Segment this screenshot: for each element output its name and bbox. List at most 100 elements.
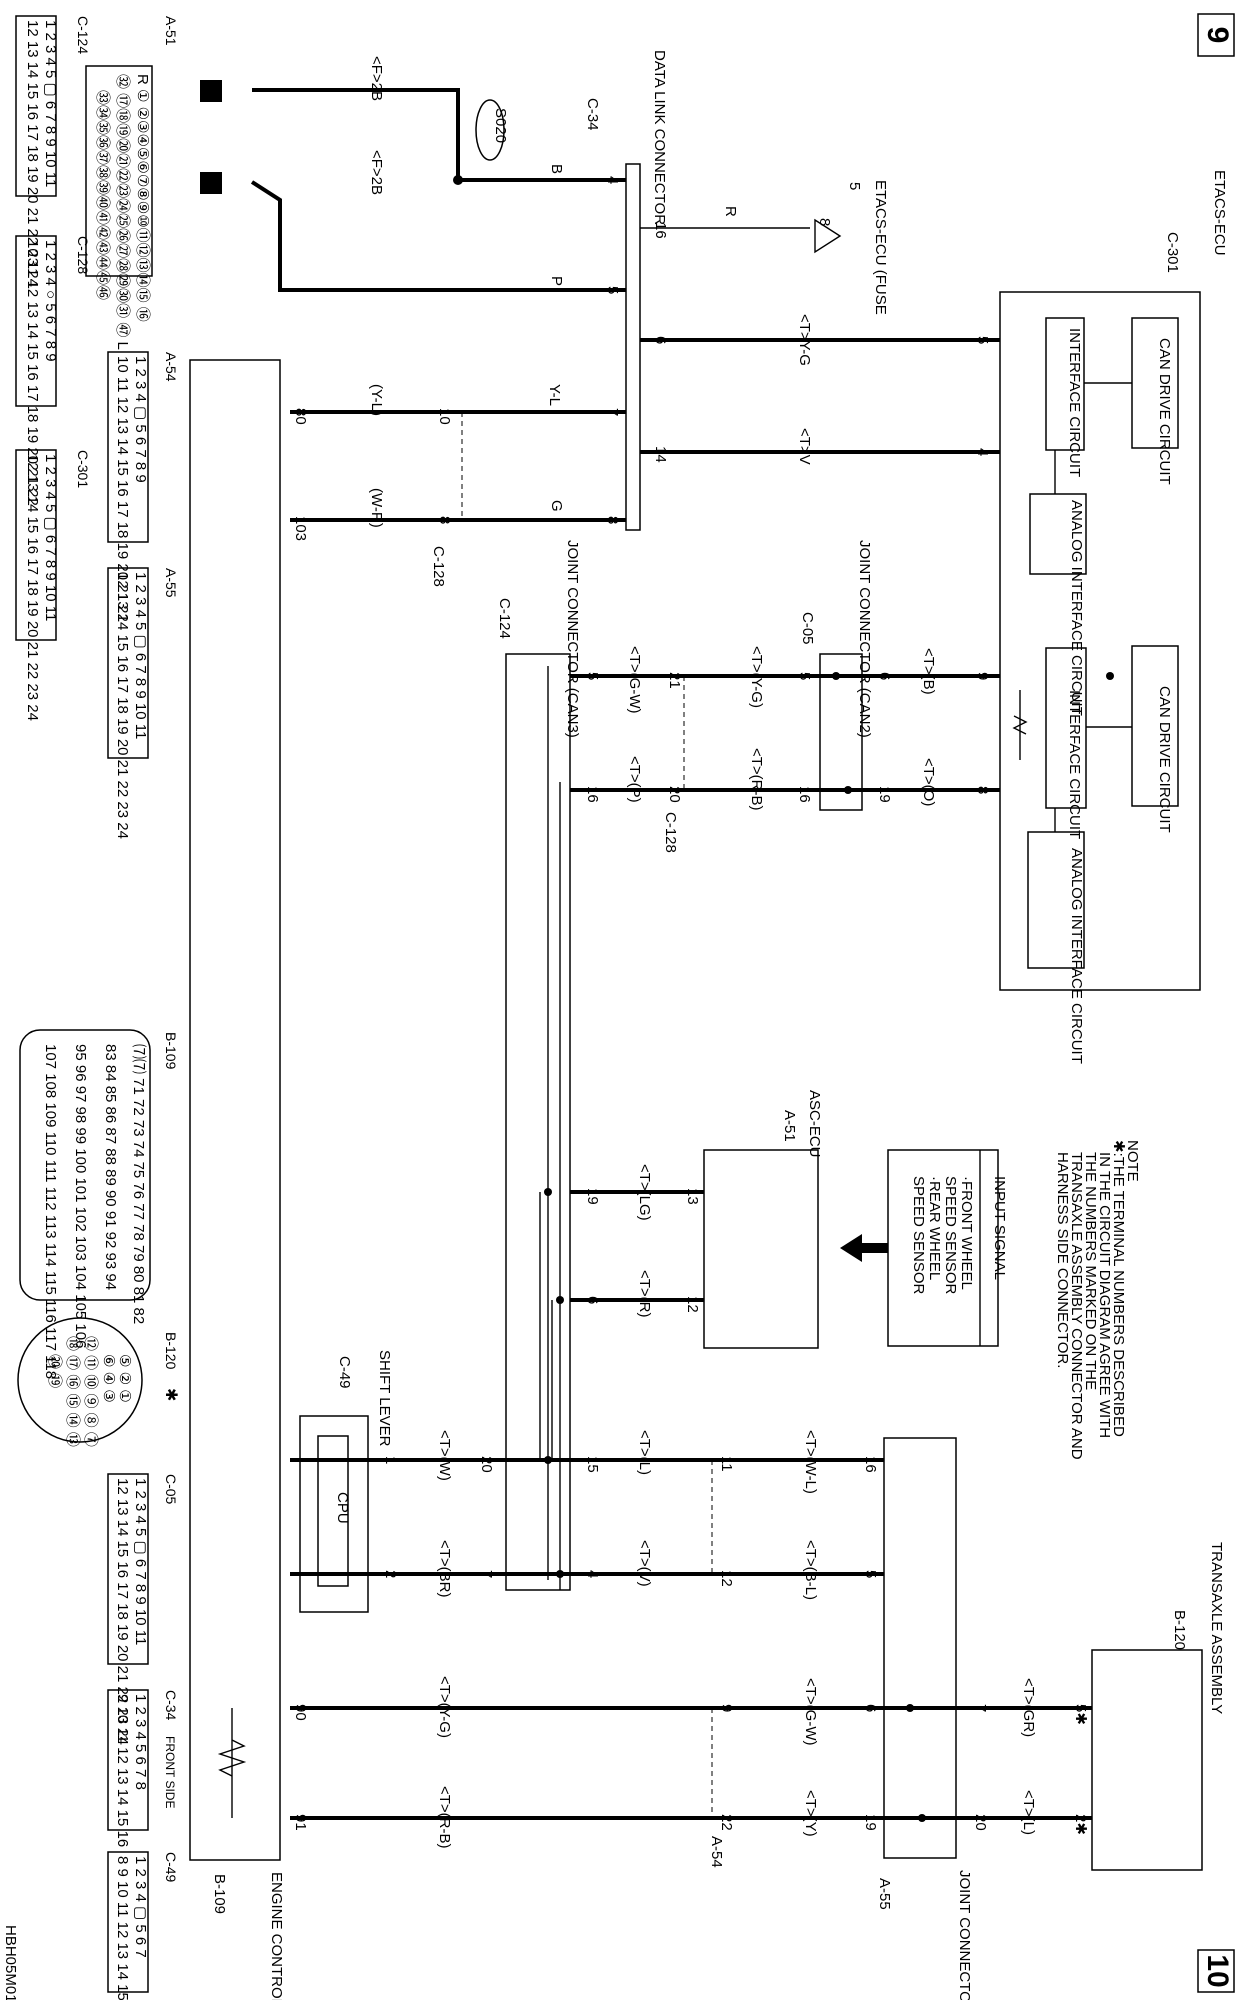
- connector-view-a55: A-55 1 2 3 4 5 ▢ 6 7 8 9 10 11 12 13 14 …: [107, 567, 179, 839]
- svg-text:4: 4: [974, 448, 991, 456]
- svg-text:CAN DRIVE CIRCUIT: CAN DRIVE CIRCUIT: [1156, 686, 1173, 833]
- svg-text:ANALOG INTERFACE CIRCUIT: ANALOG INTERFACE CIRCUIT: [1068, 500, 1085, 716]
- svg-text:<F>2B: <F>2B: [368, 150, 385, 195]
- svg-text:1 2 3 4 ○ 5 6 7 8 9: 1 2 3 4 ○ 5 6 7 8 9: [42, 240, 59, 362]
- svg-text:<T>(R-B): <T>(R-B): [436, 1786, 453, 1849]
- connector-view-c124: C-124 1 2 3 4 5 ▢ 6 7 8 9 10 11 12 13 14…: [15, 15, 91, 287]
- connector-view-b109: B-109 ⑺⑺ 71 72 73 74 75 76 77 78 79 80 8…: [19, 1029, 179, 1379]
- svg-text:C-49: C-49: [163, 1852, 179, 1883]
- svg-text:<T>Y-G: <T>Y-G: [796, 314, 813, 366]
- svg-text:FRONT SIDE: FRONT SIDE: [163, 1736, 177, 1808]
- svg-text:A-55: A-55: [876, 1878, 893, 1910]
- svg-text:THE NUMBERS MARKED ON THE: THE NUMBERS MARKED ON THE: [1082, 1152, 1099, 1390]
- svg-text:9 10 11 12 13 14 15 16: 9 10 11 12 13 14 15 16: [114, 1694, 131, 1847]
- svg-text:<T>(O): <T>(O): [920, 758, 937, 806]
- svg-text:<T>(L): <T>(L): [1020, 1790, 1037, 1835]
- svg-text:6: 6: [652, 336, 669, 344]
- svg-text:20: 20: [666, 786, 683, 803]
- svg-text:103: 103: [292, 516, 309, 541]
- svg-text:A-51: A-51: [781, 1110, 798, 1142]
- svg-text:ETACS-ECU (FUSE: ETACS-ECU (FUSE: [872, 180, 889, 315]
- svg-text:4: 4: [604, 176, 621, 184]
- svg-text:5: 5: [846, 182, 863, 190]
- ground-14: 14: [200, 172, 222, 194]
- svg-text:<T>(LG): <T>(LG): [636, 1164, 653, 1221]
- svg-text:13: 13: [684, 1188, 701, 1205]
- svg-text:✱:THE TERMINAL NUMBERS DESCRIB: ✱:THE TERMINAL NUMBERS DESCRIBED: [1110, 1140, 1127, 1437]
- svg-text:⑤ ② ①: ⑤ ② ①: [116, 1354, 133, 1403]
- page-number-right: 10: [1197, 1949, 1235, 1993]
- svg-text:(Y-L): (Y-L): [368, 384, 385, 416]
- connector-view-a54: A-54 1 2 3 4 ▢ 5 6 7 8 9 10 11 12 13 14 …: [107, 351, 179, 622]
- connector-view-a51: A-51 R ① ②③④⑤⑥⑦⑧⑨⑩⑪⑫⑬⑭⑮ ⑯ ㉜ ⑰⑱⑲⑳㉑㉒㉓㉔㉕㉖㉗㉘…: [85, 16, 179, 350]
- data-link-connector: DATA LINK CONNECTOR C-34: [584, 50, 668, 531]
- svg-text:<T>V: <T>V: [796, 428, 813, 465]
- svg-text:<T>(G-W): <T>(G-W): [802, 1678, 819, 1746]
- svg-text:⑳ ⑲: ⑳ ⑲: [46, 1354, 63, 1388]
- svg-text:IN THE CIRCUIT DIAGRAM AGREE W: IN THE CIRCUIT DIAGRAM AGREE WITH: [1096, 1152, 1113, 1438]
- svg-text:1 2 3 4 ▢ 5 6 7: 1 2 3 4 ▢ 5 6 7: [132, 1856, 149, 1958]
- svg-text:<F>2B: <F>2B: [368, 56, 385, 101]
- svg-text:JOINT CONNECTOR (CAN2): JOINT CONNECTOR (CAN2): [856, 540, 873, 738]
- asc-ecu: ASC-ECU A-51: [703, 1090, 823, 1349]
- svg-text:C-49: C-49: [336, 1356, 353, 1389]
- svg-text:·REAR WHEEL: ·REAR WHEEL: [926, 1176, 943, 1280]
- svg-text:<T>(G-W): <T>(G-W): [626, 646, 643, 714]
- svg-text:1 2 3 4 5 ▢ 6 7 8 9 10 11: 1 2 3 4 5 ▢ 6 7 8 9 10 11: [42, 454, 59, 621]
- svg-text:<T>(GR): <T>(GR): [1020, 1678, 1037, 1737]
- shift-lever: CPU SHIFT LEVER C-49: [299, 1350, 393, 1613]
- svg-text:⑫ ⑪ ⑩ ⑨ ⑧ ⑦: ⑫ ⑪ ⑩ ⑨ ⑧ ⑦: [82, 1336, 99, 1447]
- svg-text:ANALOG INTERFACE CIRCUIT: ANALOG INTERFACE CIRCUIT: [1068, 848, 1085, 1064]
- svg-text:㉜ ⑰⑱⑲⑳㉑㉒㉓㉔㉕㉖㉗㉘㉙㉚㉛ ㊼ L: ㉜ ⑰⑱⑲⑳㉑㉒㉓㉔㉕㉖㉗㉘㉙㉚㉛ ㊼ L: [114, 74, 131, 350]
- wires: [217, 88, 1114, 1822]
- svg-text:R ① ②③④⑤⑥⑦⑧⑨⑩⑪⑫⑬⑭⑮ ⑯: R ① ②③④⑤⑥⑦⑧⑨⑩⑪⑫⑬⑭⑮ ⑯: [134, 74, 151, 322]
- svg-text:1 2 3 4 ▢ 5 6 7 8 9: 1 2 3 4 ▢ 5 6 7 8 9: [132, 356, 149, 483]
- svg-text:INPUT SIGNAL: INPUT SIGNAL: [991, 1176, 1008, 1280]
- svg-text:C-124: C-124: [496, 598, 513, 639]
- transaxle-assembly: TRANSAXLE ASSEMBLY B-120: [1091, 1542, 1225, 1871]
- svg-text:TRANSAXLE ASSEMBLY CONNECTOR A: TRANSAXLE ASSEMBLY CONNECTOR AND: [1068, 1152, 1085, 1460]
- svg-text:<T>(P): <T>(P): [626, 756, 643, 803]
- svg-text:<T>(B): <T>(B): [920, 648, 937, 695]
- svg-text:107 108 109 110 111 112 113 11: 107 108 109 110 111 112 113 114 115 116 …: [42, 1044, 59, 1379]
- svg-text:9: 9: [974, 672, 991, 680]
- footer-code: HBH05M01EC: [2, 1925, 19, 2000]
- svg-text:B-120: B-120: [1171, 1610, 1188, 1650]
- svg-text:95 96 97 98 99 100 101 102 103: 95 96 97 98 99 100 101 102 103 104 105 1…: [72, 1044, 89, 1348]
- c128-label: C-128: [430, 546, 447, 587]
- svg-text:4: 4: [584, 1570, 601, 1578]
- svg-text:P: P: [548, 276, 565, 286]
- svg-text:2✱: 2✱: [1072, 1814, 1089, 1835]
- svg-text:S020: S020: [492, 108, 509, 143]
- svg-text:10: 10: [436, 408, 453, 425]
- c128-label-2: C-128: [662, 812, 679, 853]
- svg-text:5✱: 5✱: [1072, 1704, 1089, 1725]
- svg-text:8 9 10 11 12 13 14 15 16: 8 9 10 11 12 13 14 15 16: [114, 1856, 131, 2000]
- svg-text:A-51: A-51: [163, 16, 179, 46]
- svg-text:1 2 3 4 5 ▢ 6 7 8 9 10 11: 1 2 3 4 5 ▢ 6 7 8 9 10 11: [42, 20, 59, 187]
- svg-text:20: 20: [478, 1456, 495, 1473]
- svg-text:DATA LINK CONNECTOR: DATA LINK CONNECTOR: [651, 50, 668, 225]
- svg-text:SPEED SENSOR: SPEED SENSOR: [942, 1176, 959, 1295]
- svg-text:21: 21: [666, 672, 683, 689]
- svg-text:20: 20: [972, 1814, 989, 1831]
- svg-text:8: 8: [436, 516, 453, 524]
- etacs-ecu: ETACS-ECU C-301 CAN DRIVE CIRCUIT INTERF…: [999, 170, 1228, 1064]
- svg-text:14: 14: [652, 446, 669, 463]
- svg-text:12 13 14 15 16 17 18 19 20 21: 12 13 14 15 16 17 18 19 20 21 22 23 24: [114, 572, 131, 839]
- svg-text:10 11 12 13 14 15 16 17 18 19: 10 11 12 13 14 15 16 17 18 19 20 21 22: [114, 356, 131, 622]
- svg-text:B-109: B-109: [211, 1874, 228, 1914]
- svg-text:10: 10: [1201, 1954, 1234, 1987]
- svg-text:90: 90: [292, 1704, 309, 1721]
- svg-text:8: 8: [974, 786, 991, 794]
- svg-text:5: 5: [604, 286, 621, 294]
- svg-text:JOINT CONNECTOR (CAN3): JOINT CONNECTOR (CAN3): [564, 540, 581, 738]
- svg-text:5: 5: [202, 86, 222, 96]
- svg-text:R: R: [722, 206, 739, 217]
- svg-text:C-301: C-301: [75, 450, 91, 488]
- svg-text:C-128: C-128: [75, 236, 91, 274]
- connector-view-b120: B-120 ✱ ⑤ ② ① ⑥ ④ ③ ⑫ ⑪ ⑩ ⑨ ⑧ ⑦ ⑱ ⑰ ⑯ ⑮ …: [17, 1317, 179, 1447]
- pin-numbers: 4 16 5 6 7 14 8 5 4 9 8 6 19 5 16 21 20 …: [292, 176, 1089, 1835]
- svg-text:2: 2: [382, 1570, 399, 1578]
- svg-text:7: 7: [604, 408, 621, 416]
